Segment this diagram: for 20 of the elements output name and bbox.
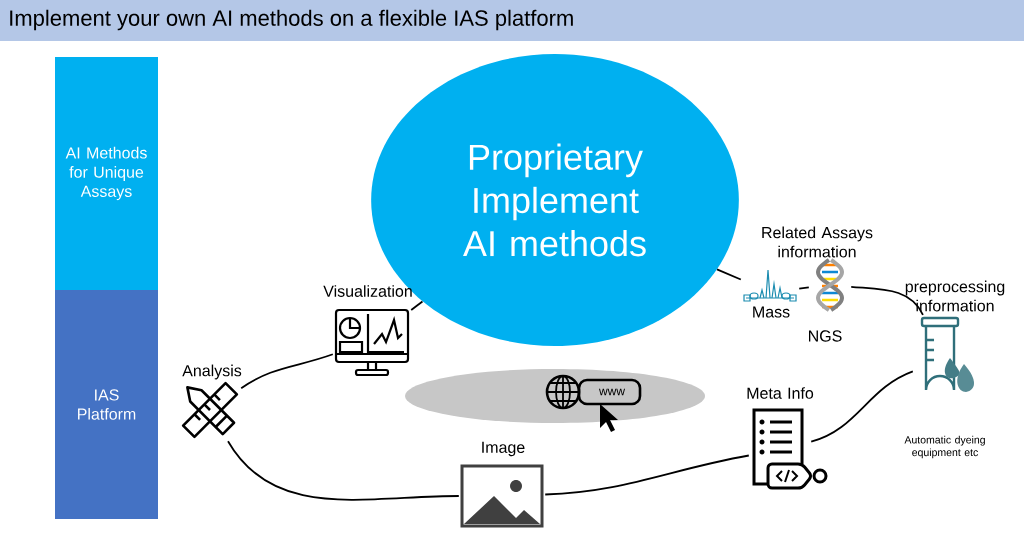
- connector-line: [810, 370, 914, 443]
- icon-label: Analysis: [182, 364, 242, 380]
- connector-line: [410, 300, 424, 311]
- bar-segment: AI Methods for Unique Assays: [55, 57, 158, 290]
- connector-line: [227, 440, 460, 501]
- heading-text: Related Assays information: [762, 226, 873, 258]
- icon-label: preprocessing information: [905, 280, 1005, 312]
- icon-label: NGS: [809, 330, 842, 342]
- bar-segment: IAS Platform: [55, 290, 158, 519]
- connector-line: [716, 268, 742, 281]
- connector-line: [544, 454, 750, 496]
- title-band: Implement your own AI methods on a flexible IAS platform: [0, 0, 1024, 41]
- icon-label: Meta Info: [747, 387, 814, 399]
- icon-label: Mass: [753, 306, 790, 318]
- connector-line: [850, 285, 924, 316]
- connector-line: [798, 286, 810, 290]
- url-text: www: [599, 388, 626, 396]
- icon-label: Image: [482, 441, 525, 457]
- caption-text: Automatic dyeing equipment etc: [904, 435, 985, 459]
- connector-line: [240, 353, 334, 390]
